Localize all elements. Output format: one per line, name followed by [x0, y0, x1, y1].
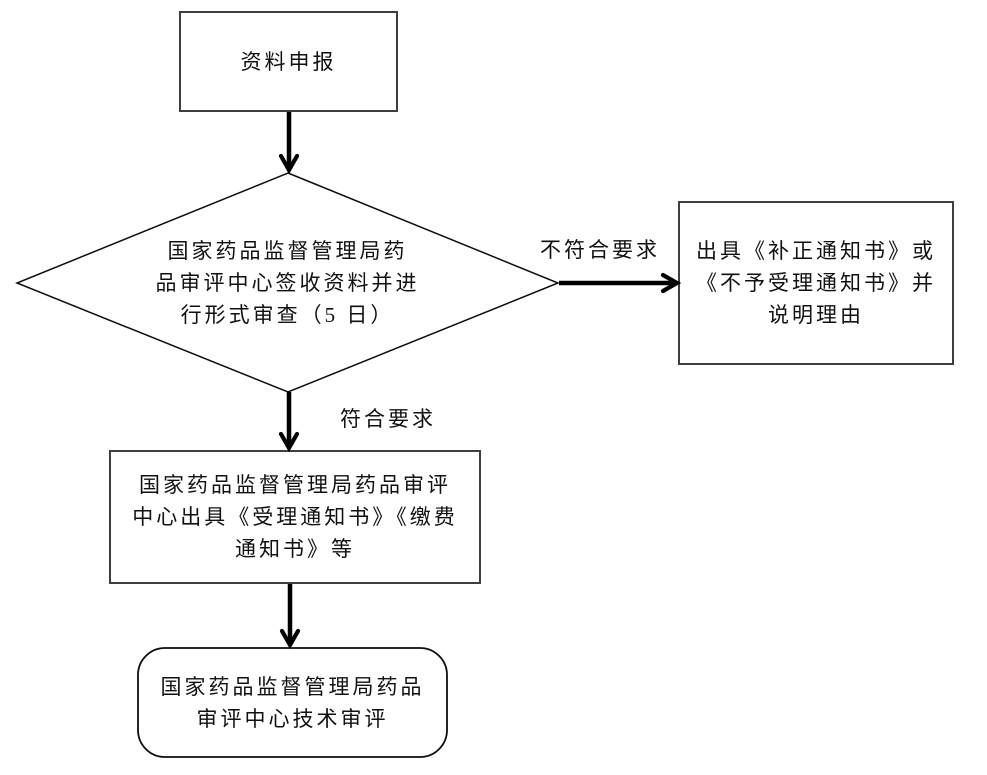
rejection-notice-box-shape	[678, 201, 954, 365]
node-acceptance-notice-label-line3: 通知书》等	[235, 537, 355, 561]
node-rejection-notice-label-line3: 说明理由	[768, 303, 864, 327]
node-form-review-label-line3: 行形式审查（5 日）	[180, 302, 395, 327]
start-box-shape	[179, 11, 398, 112]
acceptance-notice-box-shape	[109, 450, 481, 584]
node-technical-review-label-line2: 审评中心技术审评	[196, 706, 389, 731]
node-form-review-label-line1: 国家药品监督管理局药	[167, 238, 408, 263]
node-start-label: 资料申报	[240, 49, 337, 74]
node-acceptance-notice-box: 国家药品监督管理局药品审评 中心出具《受理通知书》《缴费 通知书》等	[110, 451, 480, 583]
node-form-review-label-line2: 品审评中心签收资料并进	[155, 270, 420, 295]
node-rejection-notice-box: 出具《补正通知书》或 《不予受理通知书》并 说明理由	[679, 202, 953, 364]
node-technical-review-label-line1: 国家药品监督管理局药品	[160, 674, 425, 699]
node-start-box: 资料申报	[180, 12, 397, 111]
node-acceptance-notice-label-line1: 国家药品监督管理局药品审评	[139, 473, 451, 497]
edge-label-meeting-requirements: 符合要求	[340, 407, 436, 431]
node-rejection-notice-label-line1: 出具《补正通知书》或	[696, 239, 936, 263]
node-rejection-notice-label-line2: 《不予受理通知书》并	[696, 271, 936, 295]
node-form-review-diamond: 国家药品监督管理局药 品审评中心签收资料并进 行形式审查（5 日）	[17, 173, 558, 392]
edge-label-not-meeting-requirements: 不符合要求	[540, 238, 660, 262]
node-technical-review-box: 国家药品监督管理局药品 审评中心技术审评	[138, 648, 447, 757]
node-acceptance-notice-label-line2: 中心出具《受理通知书》《缴费	[132, 505, 458, 529]
